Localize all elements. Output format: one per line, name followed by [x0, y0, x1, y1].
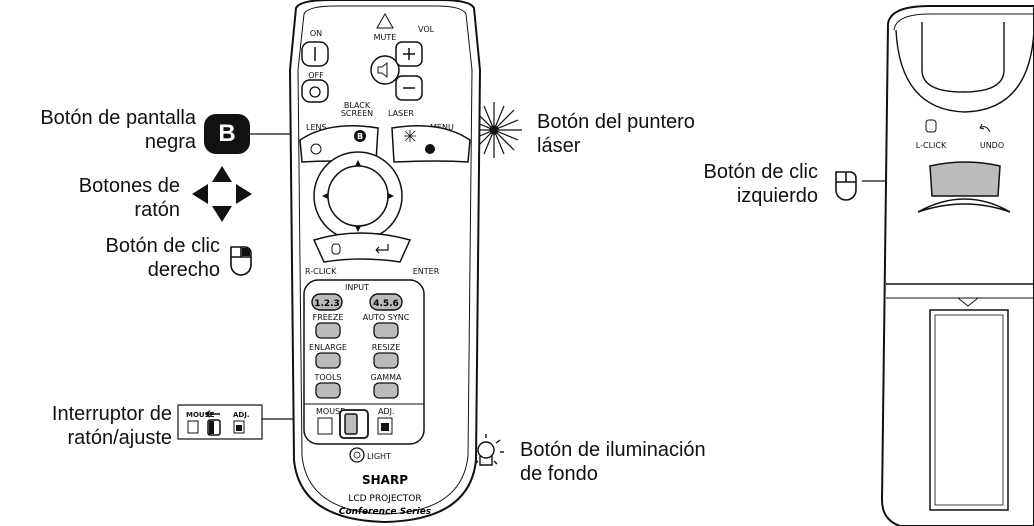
svg-text:SHARP: SHARP — [362, 473, 408, 487]
callout-mouse-buttons: Botones de ratón — [78, 175, 180, 221]
svg-text:LENS: LENS — [306, 123, 327, 132]
svg-text:MOUSE: MOUSE — [186, 411, 215, 419]
svg-text:TOOLS: TOOLS — [313, 373, 341, 382]
svg-text:Conference Series: Conference Series — [339, 507, 432, 517]
callout-backlight: Botón de iluminación de fondo — [520, 439, 706, 485]
callout-black-screen: Botón de pantalla negra — [40, 107, 196, 153]
gamma-button[interactable] — [373, 382, 399, 399]
svg-text:B: B — [357, 132, 363, 141]
svg-text:LASER: LASER — [388, 109, 414, 118]
mouse-adj-switch-icon: MOUSE ADJ. — [177, 404, 263, 440]
svg-text:ON: ON — [310, 29, 322, 38]
remote-front: MUTE ON OFF VOL BLACK SCREEN LASER LENS … — [288, 0, 482, 524]
svg-text:ADJ.: ADJ. — [378, 407, 395, 416]
right-click-mouse-icon — [230, 246, 252, 276]
svg-text:SCREEN: SCREEN — [341, 109, 373, 118]
black-screen-icon: B — [204, 114, 250, 154]
light-button[interactable] — [349, 447, 365, 463]
input-123-button[interactable] — [311, 293, 343, 311]
svg-text:AUTO SYNC: AUTO SYNC — [363, 313, 410, 322]
svg-text:RESIZE: RESIZE — [372, 343, 401, 352]
input-456-button[interactable] — [369, 293, 403, 311]
svg-text:ENLARGE: ENLARGE — [309, 343, 347, 352]
callout-laser-pointer: Botón del puntero láser — [537, 111, 695, 157]
svg-text:ADJ.: ADJ. — [233, 411, 250, 419]
auto-sync-button[interactable] — [373, 322, 399, 339]
svg-text:LIGHT: LIGHT — [367, 452, 391, 461]
undo-icon — [979, 123, 991, 133]
svg-text:BLACK: BLACK — [344, 101, 371, 110]
freeze-button[interactable] — [315, 322, 341, 339]
resize-button[interactable] — [373, 352, 399, 369]
svg-text:INPUT: INPUT — [345, 283, 369, 292]
callout-mouse-adj-switch: Interruptor de ratón/ajuste — [51, 403, 172, 449]
mute-button[interactable] — [370, 55, 400, 85]
right-click-button[interactable] — [312, 232, 412, 263]
svg-text:1.2.3: 1.2.3 — [314, 299, 340, 309]
svg-text:ENTER: ENTER — [413, 267, 440, 276]
left-click-button[interactable] — [929, 161, 1001, 197]
svg-text:4.5.6: 4.5.6 — [373, 299, 399, 309]
power-off-button[interactable] — [301, 79, 329, 103]
enter-icon — [375, 244, 389, 254]
svg-text:R-CLICK: R-CLICK — [305, 267, 337, 276]
svg-text:MOUSE: MOUSE — [316, 407, 345, 416]
svg-text:OFF: OFF — [308, 71, 324, 80]
enlarge-button[interactable] — [315, 352, 341, 369]
svg-text:VOL: VOL — [418, 25, 435, 34]
callout-right-click: Botón de clic derecho — [105, 235, 220, 281]
arrow-cross-icon — [192, 166, 252, 222]
svg-text:L-CLICK: L-CLICK — [916, 141, 947, 150]
tools-button[interactable] — [315, 382, 341, 399]
svg-text:GAMMA: GAMMA — [371, 373, 402, 382]
svg-text:MUTE: MUTE — [374, 33, 397, 42]
svg-text:LCD PROJECTOR: LCD PROJECTOR — [348, 494, 421, 504]
svg-text:UNDO: UNDO — [980, 141, 1004, 150]
mouse-center-button[interactable] — [327, 165, 389, 227]
left-click-mouse-icon — [835, 171, 857, 201]
callout-left-click: Botón de clic izquierdo — [703, 161, 818, 207]
remote-back: L-CLICK UNDO — [880, 5, 1034, 526]
svg-text:FREEZE: FREEZE — [313, 313, 344, 322]
